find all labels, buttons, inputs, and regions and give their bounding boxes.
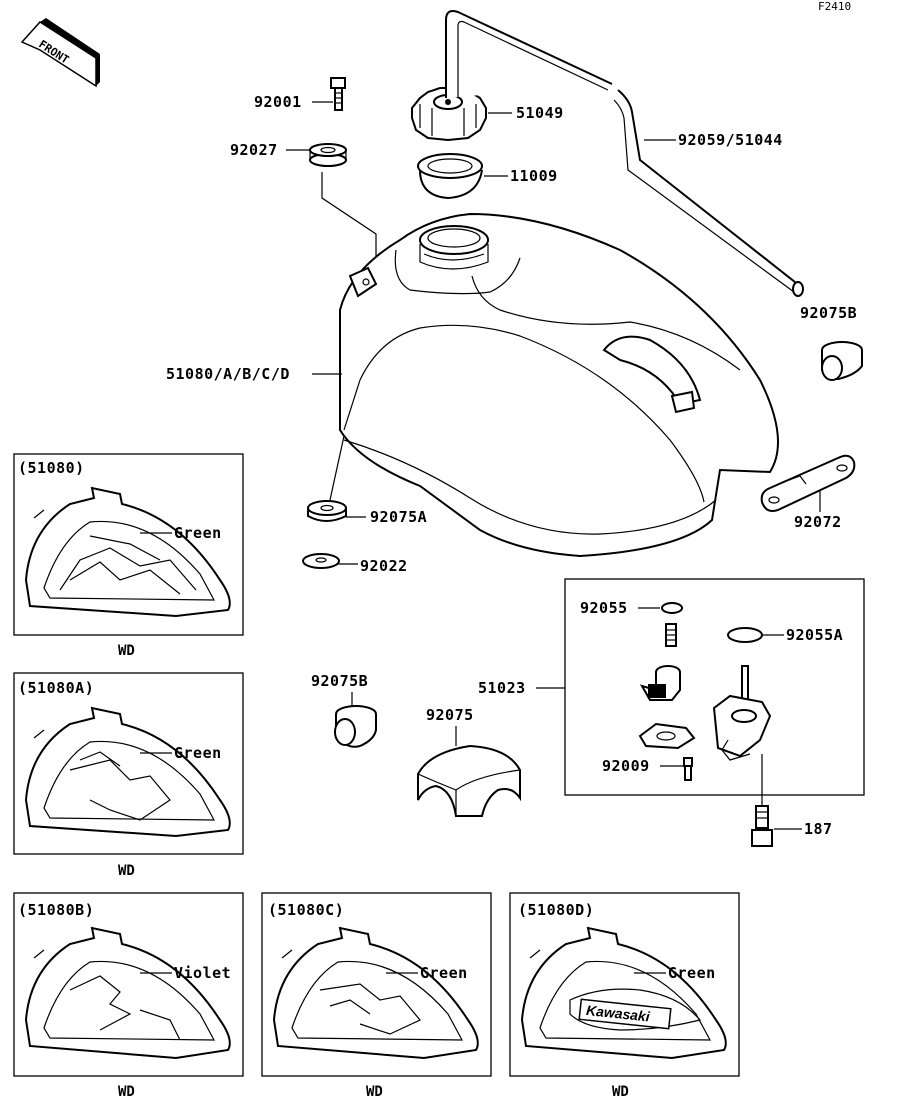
label-92055: 92055 <box>580 599 628 617</box>
label-92075B-top: 92075B <box>800 304 857 322</box>
fuel-cap-51049 <box>411 87 487 142</box>
variant-51080D: (51080D) Kawasaki Green <box>509 892 740 1077</box>
variant-color-51080D: Green <box>668 964 716 982</box>
washer-92022 <box>302 553 340 569</box>
o-ring-92055A <box>727 627 763 643</box>
variant-color-51080C: Green <box>420 964 468 982</box>
variant-code-51080: (51080) <box>18 459 85 477</box>
label-92009: 92009 <box>602 757 650 775</box>
fuel-valve-body <box>712 665 772 761</box>
variant-51080B: (51080B) Violet <box>13 892 244 1077</box>
label-92075A: 92075A <box>370 508 427 526</box>
variant-region-51080D: WD <box>612 1084 629 1100</box>
variant-code-51080D: (51080D) <box>518 901 594 919</box>
fuel-tank-51080 <box>339 212 779 558</box>
cushion-92075B <box>821 341 863 381</box>
label-92022: 92022 <box>360 557 408 575</box>
label-11009: 11009 <box>510 167 558 185</box>
label-92072: 92072 <box>794 513 842 531</box>
variant-code-51080A: (51080A) <box>18 679 94 697</box>
front-arrow-icon: FRONT <box>20 18 100 88</box>
bolt-187 <box>751 805 773 847</box>
valve-gasket <box>638 722 696 750</box>
kawasaki-decal: Kawasaki <box>578 998 672 1030</box>
grommet-92075A <box>307 500 347 522</box>
variant-region-51080: WD <box>118 643 135 659</box>
label-51023: 51023 <box>478 679 526 697</box>
diagram-id: F2410 <box>818 0 851 13</box>
label-51080: 51080/A/B/C/D <box>166 365 290 383</box>
variant-51080C: (51080C) Green <box>261 892 492 1077</box>
variant-color-51080A: Green <box>174 744 222 762</box>
gasket-11009 <box>417 153 483 200</box>
decal-brand: Kawasaki <box>585 1002 651 1025</box>
label-92075B-mid: 92075B <box>311 672 368 690</box>
bolt-92001 <box>330 77 346 111</box>
label-92075: 92075 <box>426 706 474 724</box>
label-92055A: 92055A <box>786 626 843 644</box>
spring <box>665 623 677 647</box>
variant-color-51080B: Violet <box>174 964 231 982</box>
bracket-92072 <box>760 454 856 512</box>
label-92059: 92059/51044 <box>678 131 783 149</box>
label-92001: 92001 <box>254 93 302 111</box>
variant-region-51080C: WD <box>366 1084 383 1100</box>
valve-lever <box>639 665 681 701</box>
variant-51080: (51080) Green <box>13 453 244 636</box>
variant-code-51080B: (51080B) <box>18 901 94 919</box>
grommet-92027 <box>309 143 347 167</box>
variant-code-51080C: (51080C) <box>268 901 344 919</box>
breather-hose <box>445 10 804 297</box>
label-187: 187 <box>804 820 833 838</box>
variant-color-51080: Green <box>174 524 222 542</box>
screw-92009 <box>683 757 693 781</box>
label-92027: 92027 <box>230 141 278 159</box>
cushion-92075 <box>417 744 521 817</box>
o-ring-92055 <box>661 602 683 614</box>
variant-region-51080A: WD <box>118 863 135 879</box>
variant-region-51080B: WD <box>118 1084 135 1100</box>
fuel-valve-group-box <box>564 578 865 796</box>
variant-51080A: (51080A) Green <box>13 672 244 855</box>
label-51049: 51049 <box>516 104 564 122</box>
cushion-92075B-lower <box>334 705 377 748</box>
